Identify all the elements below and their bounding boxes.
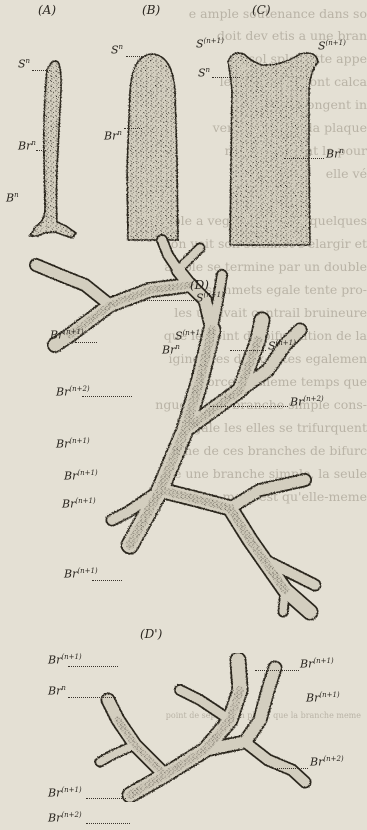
fig-a-label-s: Sn	[18, 58, 30, 70]
leader-line	[272, 768, 308, 769]
fig-b-label-s: Sn	[111, 44, 123, 56]
leader-line	[284, 158, 324, 159]
figure-a-caption: (A)	[38, 4, 56, 16]
leader-line	[140, 300, 194, 301]
fig-a-label-b: Bn	[6, 192, 19, 204]
leader-line	[92, 580, 122, 581]
fig-d-label-br-n1-d: Br(n+1)	[64, 568, 98, 580]
fig-d-prime-label-l3: Br(n+1)	[48, 787, 82, 799]
fig-d-label-s-n1-mid: S(n+1)	[175, 330, 203, 342]
leader-line	[255, 670, 299, 671]
leader-line	[68, 666, 118, 667]
fig-d-label-br-n1-left: Br(n+1)	[50, 329, 84, 341]
figure-c-caption: (C)	[252, 4, 271, 16]
figure-b-caption: (B)	[142, 4, 160, 16]
fig-d-label-br-n1-c: Br(n+1)	[62, 498, 96, 510]
leader-line	[86, 798, 126, 799]
fig-b-label-br: Brn	[104, 130, 122, 142]
leader-line	[36, 150, 46, 151]
leader-line	[68, 697, 116, 698]
figure-c-drawing	[228, 53, 318, 245]
figure-d-caption: (D)	[190, 279, 209, 291]
fig-d-label-br-n1-a: Br(n+1)	[56, 438, 90, 450]
fig-d-prime-label-l1: Br(n+1)	[48, 654, 82, 666]
leader-line	[82, 396, 132, 397]
leader-line	[230, 350, 266, 351]
fig-d-label-s-n1-top: S(n+1)	[196, 292, 224, 304]
fig-d-prime-label-r3: Br(n+2)	[310, 756, 344, 768]
leader-line	[75, 342, 97, 343]
leader-line	[86, 823, 130, 824]
fig-d-prime-label-r2: Br(n+1)	[306, 692, 340, 704]
leader-line	[124, 128, 142, 129]
leader-line	[210, 406, 288, 407]
figure-d-prime-caption: (D')	[140, 628, 162, 640]
leader-line	[126, 56, 146, 57]
fig-d-prime-label-l2: Brn	[48, 685, 66, 697]
fig-d-prime-label-r1: Br(n+1)	[300, 658, 334, 670]
fig-d-prime-label-l4: Br(n+2)	[48, 812, 82, 824]
fig-a-label-br: Brn	[18, 140, 36, 152]
fig-c-label-br: Brn	[326, 148, 344, 160]
fig-d-label-s-n1-right: S(n+1)	[268, 340, 296, 352]
leader-line	[212, 77, 240, 78]
figure-b-drawing	[127, 54, 178, 240]
leader-line	[32, 70, 50, 71]
fig-c-label-s-n1-right: S(n+1)	[318, 40, 346, 52]
fig-d-label-br: Brn	[162, 344, 180, 356]
fig-d-label-br-n1-b: Br(n+1)	[64, 470, 98, 482]
fig-c-label-s-n1-left: S(n+1)	[196, 38, 224, 50]
figure-d-prime-drawing	[100, 660, 305, 795]
fig-d-label-br-n2-right: Br(n+2)	[290, 396, 324, 408]
fig-c-label-s: Sn	[198, 67, 210, 79]
